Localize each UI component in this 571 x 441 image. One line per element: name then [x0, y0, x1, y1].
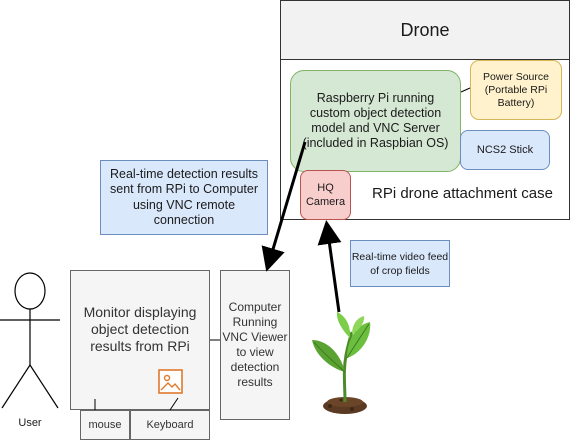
rpi-power-connector: [460, 87, 471, 93]
user-label: User: [18, 417, 42, 429]
raspberry-pi-node: Raspberry Pi running custom object detec…: [290, 70, 461, 172]
plant-to-camera-arrow: [317, 220, 342, 313]
power-source-node: Power Source (Portable RPi Battery): [470, 60, 562, 120]
case-label: RPi drone attachment case: [372, 184, 553, 202]
drone-title: Drone: [280, 0, 570, 60]
rpi-to-computer-arrow: [261, 141, 307, 272]
monitor-node: Monitor displaying object detection resu…: [70, 270, 210, 410]
ncs2-stick-node: NCS2 Stick: [460, 130, 550, 170]
keyboard-connector: [169, 397, 179, 411]
detection-results-note: Real-time detection results sent from RP…: [100, 160, 268, 235]
computer-node: Computer Running VNC Viewer to view dete…: [220, 270, 290, 420]
monitor-label: Monitor displaying object detection resu…: [83, 303, 197, 354]
image-icon: [158, 369, 183, 394]
keyboard-node: Keyboard: [130, 410, 210, 440]
mouse-node: mouse: [80, 410, 130, 440]
video-feed-note: Real-time video feed of crop fields: [350, 240, 450, 287]
hq-camera-node: HQ Camera: [300, 170, 351, 220]
stick-figure-icon: [0, 272, 60, 409]
seedling-icon: [312, 312, 371, 414]
